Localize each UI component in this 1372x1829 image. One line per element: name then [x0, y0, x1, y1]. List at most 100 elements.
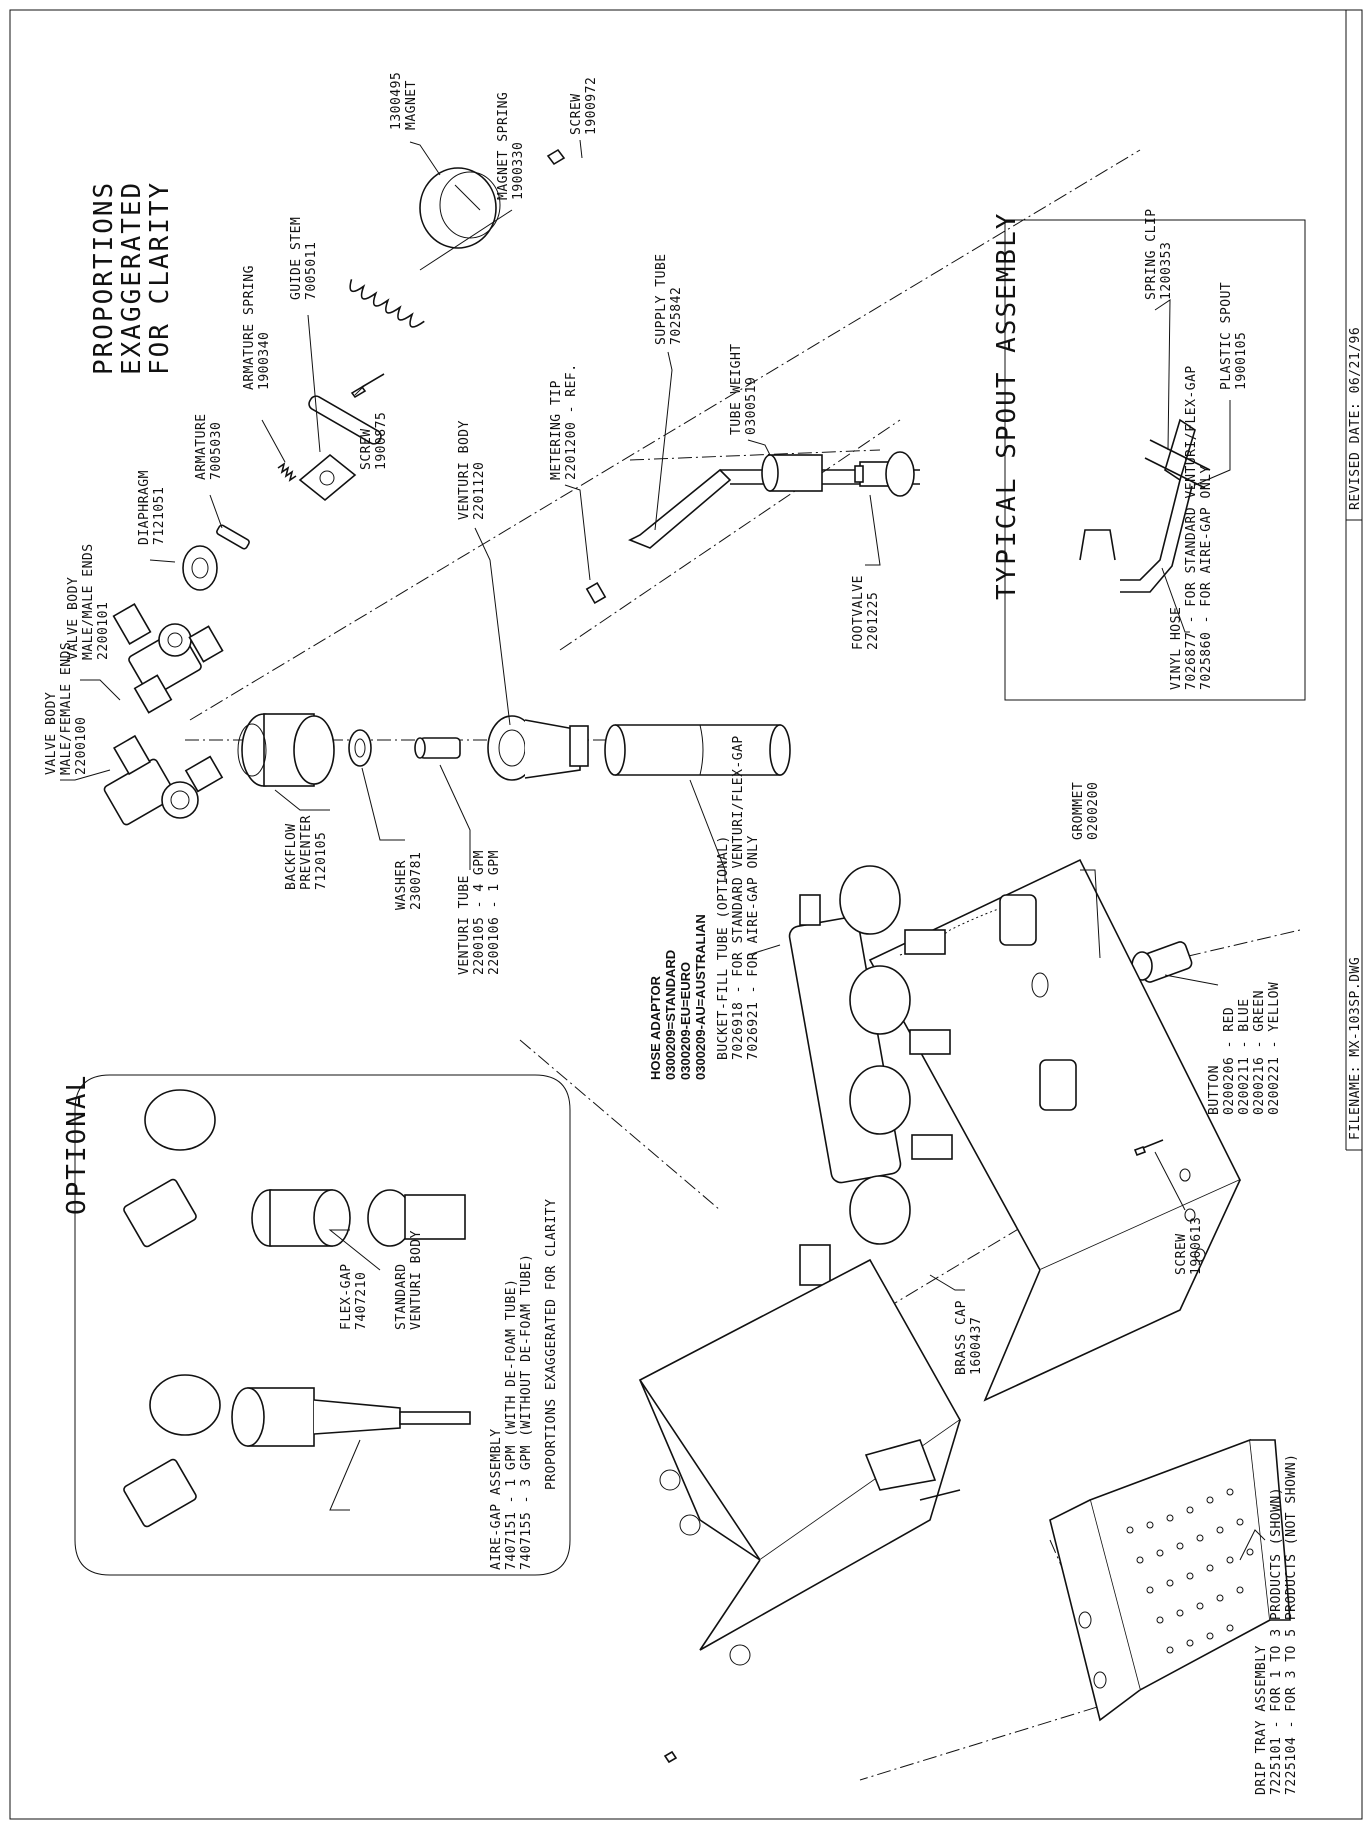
label-button: BUTTON 0200206 - RED 0200211 - BLUE 0200…	[1207, 982, 1282, 1115]
svg-text:BRASS CAP: BRASS CAP	[954, 1300, 969, 1375]
label-screw-1900613: SCREW 1900613	[1174, 1217, 1204, 1275]
svg-text:2200101: 2200101	[96, 602, 111, 660]
svg-text:BUTTON: BUTTON	[1207, 1065, 1222, 1115]
svg-text:7120105: 7120105	[314, 832, 329, 890]
svg-text:VALVE BODY: VALVE BODY	[66, 577, 81, 660]
armature-part	[216, 524, 250, 550]
label-magnet-spring: MAGNET SPRING 1900330	[496, 92, 526, 200]
svg-text:7225101 - FOR 1 TO 3 PRODUCTS: 7225101 - FOR 1 TO 3 PRODUCTS (SHOWN)	[1269, 1487, 1284, 1795]
svg-text:1900972: 1900972	[584, 77, 599, 135]
label-footvalve: FOOTVALVE 2201225	[851, 575, 881, 650]
venturi-tube-part	[414, 737, 461, 759]
title-block: FILENAME: MX-103SP.DWG REVISED DATE: 06/…	[1345, 10, 1363, 1151]
svg-text:0300209-EU=EURO: 0300209-EU=EURO	[678, 962, 693, 1080]
svg-text:FOR CLARITY: FOR CLARITY	[145, 181, 175, 375]
svg-text:BACKFLOW: BACKFLOW	[284, 823, 299, 890]
svg-text:HOSE ADAPTOR: HOSE ADAPTOR	[648, 975, 663, 1080]
svg-text:2200105 - 4 GPM: 2200105 - 4 GPM	[472, 850, 487, 975]
svg-text:ARMATURE: ARMATURE	[194, 413, 209, 480]
svg-text:MAGNET: MAGNET	[404, 80, 419, 130]
svg-text:1200353: 1200353	[1159, 242, 1174, 300]
svg-text:ARMATURE SPRING: ARMATURE SPRING	[242, 265, 257, 390]
svg-text:SCREW: SCREW	[1174, 1233, 1189, 1275]
label-vinyl-hose: VINYL HOSE 7026877 - FOR STANDARD VENTUR…	[1169, 365, 1214, 690]
label-armature-spring: ARMATURE SPRING 1900340	[242, 265, 272, 390]
spout-assembly-box	[1004, 219, 1306, 701]
svg-text:FOOTVALVE: FOOTVALVE	[851, 575, 866, 650]
svg-text:PROPORTIONS: PROPORTIONS	[89, 181, 119, 375]
svg-text:2201225: 2201225	[866, 592, 881, 650]
label-flex-gap: FLEX-GAP 7407210	[339, 1263, 369, 1330]
armature-spring-part	[277, 462, 297, 482]
label-plastic-spout: PLASTIC SPOUT 1900105	[1219, 282, 1249, 390]
svg-text:7225104 - FOR 3 TO 5 PRODUCTS: 7225104 - FOR 3 TO 5 PRODUCTS (NOT SHOWN…	[1284, 1454, 1299, 1795]
svg-text:SCREW: SCREW	[359, 428, 374, 470]
label-armature: ARMATURE 7005030	[194, 413, 224, 480]
bucket-fill-tube-part	[604, 724, 791, 776]
label-screw-1900972: SCREW 1900972	[569, 77, 599, 135]
manifold-assembly-part	[788, 865, 953, 1286]
dispenser-hood-part	[638, 1258, 962, 1764]
label-tube-weight: TUBE WEIGHT 0300519	[729, 343, 759, 435]
label-venturi-tube: VENTURI TUBE 2200105 - 4 GPM 2200106 - 1…	[457, 850, 502, 975]
svg-text:DRIP TRAY ASSEMBLY: DRIP TRAY ASSEMBLY	[1254, 1645, 1269, 1795]
label-venturi-body: VENTURI BODY 2201120	[457, 420, 487, 520]
label-bucket-fill-tube: BUCKET-FILL TUBE (OPTIONAL) 7026918 - FO…	[716, 735, 761, 1060]
svg-text:7026918 - FOR STANDARD VENTURI: 7026918 - FOR STANDARD VENTURI/FLEX-GAP	[731, 735, 746, 1060]
svg-text:METERING TIP: METERING TIP	[549, 380, 564, 480]
supply-tube-part	[628, 468, 732, 549]
svg-text:7026921 - FOR AIRE-GAP ONLY: 7026921 - FOR AIRE-GAP ONLY	[746, 835, 761, 1060]
button-part	[1131, 941, 1193, 983]
backflow-preventer-part	[237, 713, 335, 787]
label-metering-tip: METERING TIP 2201200 - REF.	[549, 363, 579, 480]
svg-text:WASHER: WASHER	[394, 860, 409, 910]
svg-text:0300209=STANDARD: 0300209=STANDARD	[663, 950, 678, 1080]
svg-text:0300519: 0300519	[744, 377, 759, 435]
svg-text:GROMMET: GROMMET	[1071, 782, 1086, 840]
magnet-spring-part	[349, 279, 425, 328]
label-backflow-preventer: BACKFLOW PREVENTER 7120105	[284, 815, 329, 890]
svg-text:7407151 - 1 GPM (WITH DE-FOAM: 7407151 - 1 GPM (WITH DE-FOAM TUBE)	[504, 1279, 519, 1570]
svg-text:PREVENTER: PREVENTER	[299, 815, 314, 890]
label-aire-gap-assembly: AIRE-GAP ASSEMBLY 7407151 - 1 GPM (WITH …	[489, 1254, 534, 1570]
svg-text:AIRE-GAP ASSEMBLY: AIRE-GAP ASSEMBLY	[489, 1428, 504, 1570]
optional-box	[74, 1074, 571, 1576]
diaphragm-part	[182, 545, 218, 591]
svg-text:SPRING CLIP: SPRING CLIP	[1144, 208, 1159, 300]
svg-text:STANDARD: STANDARD	[394, 1263, 409, 1330]
svg-text:7025842: 7025842	[669, 287, 684, 345]
label-magnet: 1300495 MAGNET	[389, 72, 419, 130]
svg-text:0200206 - RED: 0200206 - RED	[1222, 1007, 1237, 1115]
svg-text:2300781: 2300781	[409, 852, 424, 910]
label-screw-1900875: SCREW 1900875	[359, 412, 389, 470]
spout-assembly-title: TYPICAL SPOUT ASSEMBLY	[992, 212, 1022, 600]
svg-text:0300209-AU=AUSTRALIAN: 0300209-AU=AUSTRALIAN	[693, 914, 708, 1080]
mounting-bracket-part	[868, 858, 1242, 1402]
svg-text:1900340: 1900340	[257, 332, 272, 390]
venturi-body-part	[487, 715, 589, 781]
svg-text:0200200: 0200200	[1086, 782, 1101, 840]
label-washer: WASHER 2300781	[394, 852, 424, 910]
valve-body-main-part	[112, 603, 224, 714]
metering-tip-part	[585, 581, 607, 605]
screw-1900875-part	[350, 373, 385, 399]
label-standard-venturi-body: STANDARD VENTURI BODY	[394, 1230, 424, 1330]
guide-stem-part	[298, 395, 382, 502]
svg-text:SUPPLY TUBE: SUPPLY TUBE	[654, 253, 669, 345]
svg-text:MAGNET SPRING: MAGNET SPRING	[496, 92, 511, 200]
screw-1900972-part	[546, 148, 566, 166]
svg-text:BUCKET-FILL TUBE (OPTIONAL): BUCKET-FILL TUBE (OPTIONAL)	[716, 835, 731, 1060]
svg-text:EXAGGERATED: EXAGGERATED	[117, 181, 147, 375]
optional-proportions-note: PROPORTIONS EXAGGERATED FOR CLARITY	[544, 1199, 559, 1490]
svg-text:PLASTIC SPOUT: PLASTIC SPOUT	[1219, 282, 1234, 390]
filename-text: FILENAME: MX-103SP.DWG	[1348, 957, 1363, 1140]
label-brass-cap: BRASS CAP 1600437	[954, 1300, 984, 1375]
svg-text:MALE/MALE ENDS: MALE/MALE ENDS	[81, 543, 96, 660]
svg-text:VINYL HOSE: VINYL HOSE	[1169, 607, 1184, 690]
valve-body-loose-part	[103, 734, 224, 826]
svg-text:0200211 - BLUE: 0200211 - BLUE	[1237, 998, 1252, 1115]
svg-text:DIAPHRAGM: DIAPHRAGM	[137, 470, 152, 545]
label-guide-stem: GUIDE STEM 7005011	[289, 217, 319, 300]
label-valve-body-mf: VALVE BODY MALE/FEMALE ENDS 2200100	[44, 642, 89, 775]
